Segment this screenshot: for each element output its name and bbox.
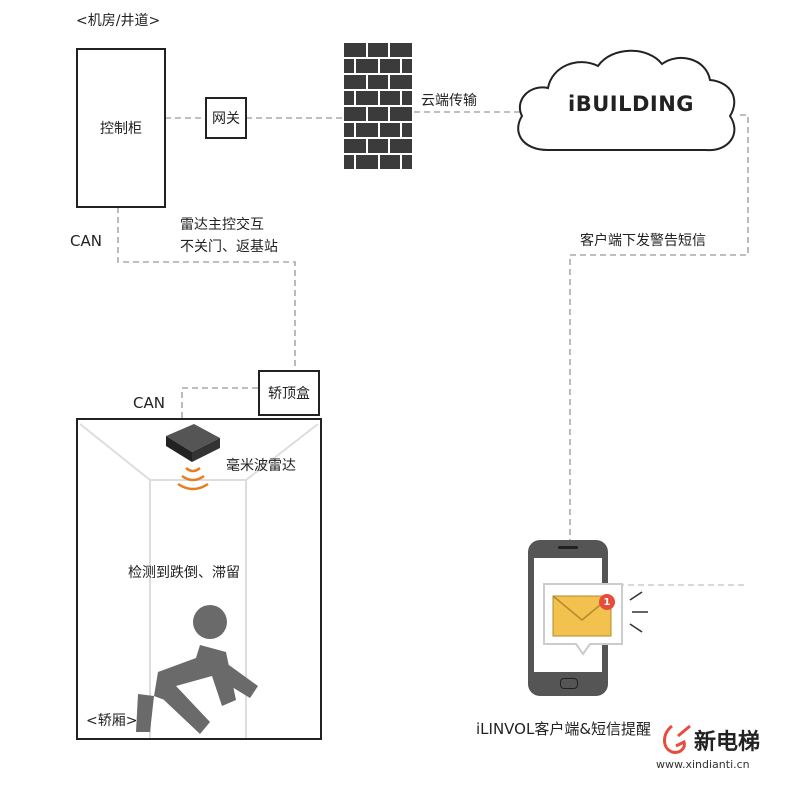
notification-badge: 1 xyxy=(599,594,615,610)
watermark-brand: 新电梯 xyxy=(694,730,761,755)
phone-home-button xyxy=(560,678,578,689)
cloud-label: iBUILDING xyxy=(568,92,695,116)
phone-caption: iLINVOL客户端&短信提醒 xyxy=(476,720,652,738)
can-car-label: CAN xyxy=(133,394,165,412)
control-cabinet: 控制柜 xyxy=(76,48,166,208)
elevator-car xyxy=(76,418,322,740)
radar-control-line1: 雷达主控交互 xyxy=(180,217,264,233)
gateway: 网关 xyxy=(205,97,247,139)
car-label: <轿厢> xyxy=(86,713,138,729)
machine-room-label: <机房/井道> xyxy=(76,13,161,29)
car-top-box: 轿顶盒 xyxy=(258,370,320,416)
watermark-url: www.xindianti.cn xyxy=(656,758,750,771)
detect-label: 检测到跌倒、滞留 xyxy=(128,565,240,581)
gateway-label: 网关 xyxy=(212,111,240,127)
control-cabinet-label: 控制柜 xyxy=(100,121,142,137)
can-top-label: CAN xyxy=(70,232,102,250)
phone-speaker xyxy=(558,546,578,549)
cloud-transfer-label: 云端传输 xyxy=(421,93,477,109)
radar-label: 毫米波雷达 xyxy=(226,458,296,474)
client-alert-label: 客户端下发警告短信 xyxy=(580,233,706,249)
radar-control-line2: 不关门、返基站 xyxy=(180,239,278,255)
notification-badge-count: 1 xyxy=(603,596,611,608)
car-top-box-label: 轿顶盒 xyxy=(268,386,310,402)
